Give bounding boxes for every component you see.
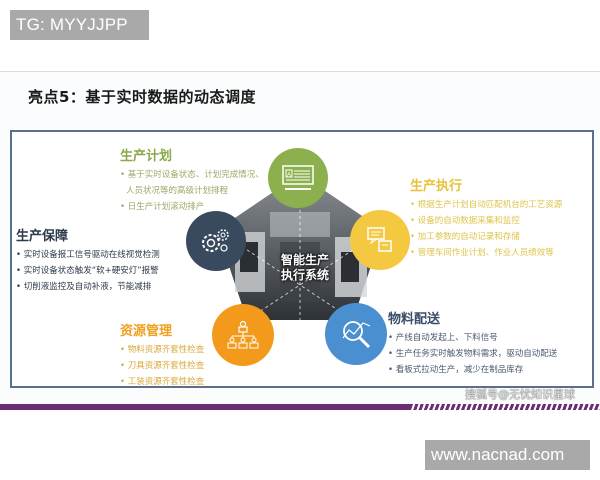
source-watermark: 搜狐号@无忧知识星球 — [465, 388, 575, 401]
resource-circle — [212, 304, 274, 366]
watermark-top: TG: MYYJJPP — [10, 10, 149, 40]
magnifier-chart-icon — [342, 321, 371, 349]
watermark-bottom: www.nacnad.com — [425, 440, 590, 470]
plan-item: 人员状况等的高级计划排程 — [126, 186, 229, 196]
plan-circle: A — [268, 148, 328, 208]
resource-item: • 物料资源齐套性检查 — [120, 345, 205, 355]
section-material: 物料配送 • 产线自动发起上、下料信号 • 生产任务实时触发物料需求，驱动自动配… — [388, 308, 557, 378]
guarantee-item: • 实时设备状态触发“软+硬安灯”报警 — [16, 266, 159, 276]
org-chart-icon — [227, 320, 259, 349]
resource-item: • 工装资源齐套性检查 — [120, 377, 205, 387]
guarantee-circle — [186, 211, 246, 271]
plan-item: • 日生产计划滚动排产 — [120, 202, 205, 212]
bottom-bar-stripes — [410, 404, 600, 410]
guarantee-title: 生产保障 — [16, 229, 69, 244]
document-icon: A — [282, 165, 314, 190]
execute-title: 生产执行 — [410, 179, 463, 194]
material-title: 物料配送 — [388, 312, 441, 327]
material-item: • 产线自动发起上、下料信号 — [388, 333, 498, 343]
center-label: 智能生产 执行系统 — [270, 253, 340, 283]
guarantee-item: • 实时设备报工信号驱动在线视觉检测 — [16, 250, 160, 260]
execute-item: • 加工参数的自动记录和存储 — [410, 232, 520, 242]
slide-title: 亮点5：基于实时数据的动态调度 — [28, 88, 256, 106]
section-execute: 生产执行 • 根据生产计划自动匹配机台的工艺资源 • 设备的自动数据采集和监控 … — [410, 175, 562, 261]
material-item: • 看板式拉动生产，减少在制品库存 — [388, 365, 524, 375]
center-label-line1: 智能生产 — [280, 253, 329, 267]
execute-item: • 设备的自动数据采集和监控 — [410, 216, 520, 226]
chat-icon — [367, 227, 392, 252]
execute-circle — [350, 210, 410, 270]
gears-icon — [202, 229, 229, 252]
guarantee-item: • 切削液监控及自动补液，节能减排 — [16, 282, 152, 292]
plan-title: 生产计划 — [120, 149, 173, 164]
material-item: • 生产任务实时触发物料需求，驱动自动配送 — [388, 349, 558, 359]
execute-item: • 管理车间作业计划、作业人员绩效等 — [410, 248, 554, 258]
svg-text:A: A — [287, 173, 291, 179]
execute-item: • 根据生产计划自动匹配机台的工艺资源 — [410, 200, 563, 210]
center-label-line2: 执行系统 — [280, 268, 329, 282]
section-resource: 资源管理 • 物料资源齐套性检查 • 刀具资源齐套性检查 • 工装资源齐套性检查 — [120, 320, 204, 390]
bottom-bar — [0, 404, 600, 410]
plan-item: • 基于实时设备状态、计划完成情况、 — [120, 170, 264, 180]
resource-item: • 刀具资源齐套性检查 — [120, 361, 205, 371]
material-circle — [325, 303, 387, 365]
section-plan: 生产计划 • 基于实时设备状态、计划完成情况、 人员状况等的高级计划排程 • 日… — [120, 145, 264, 215]
resource-title: 资源管理 — [120, 324, 173, 339]
section-guarantee: 生产保障 • 实时设备报工信号驱动在线视觉检测 • 实时设备状态触发“软+硬安灯… — [16, 225, 160, 295]
